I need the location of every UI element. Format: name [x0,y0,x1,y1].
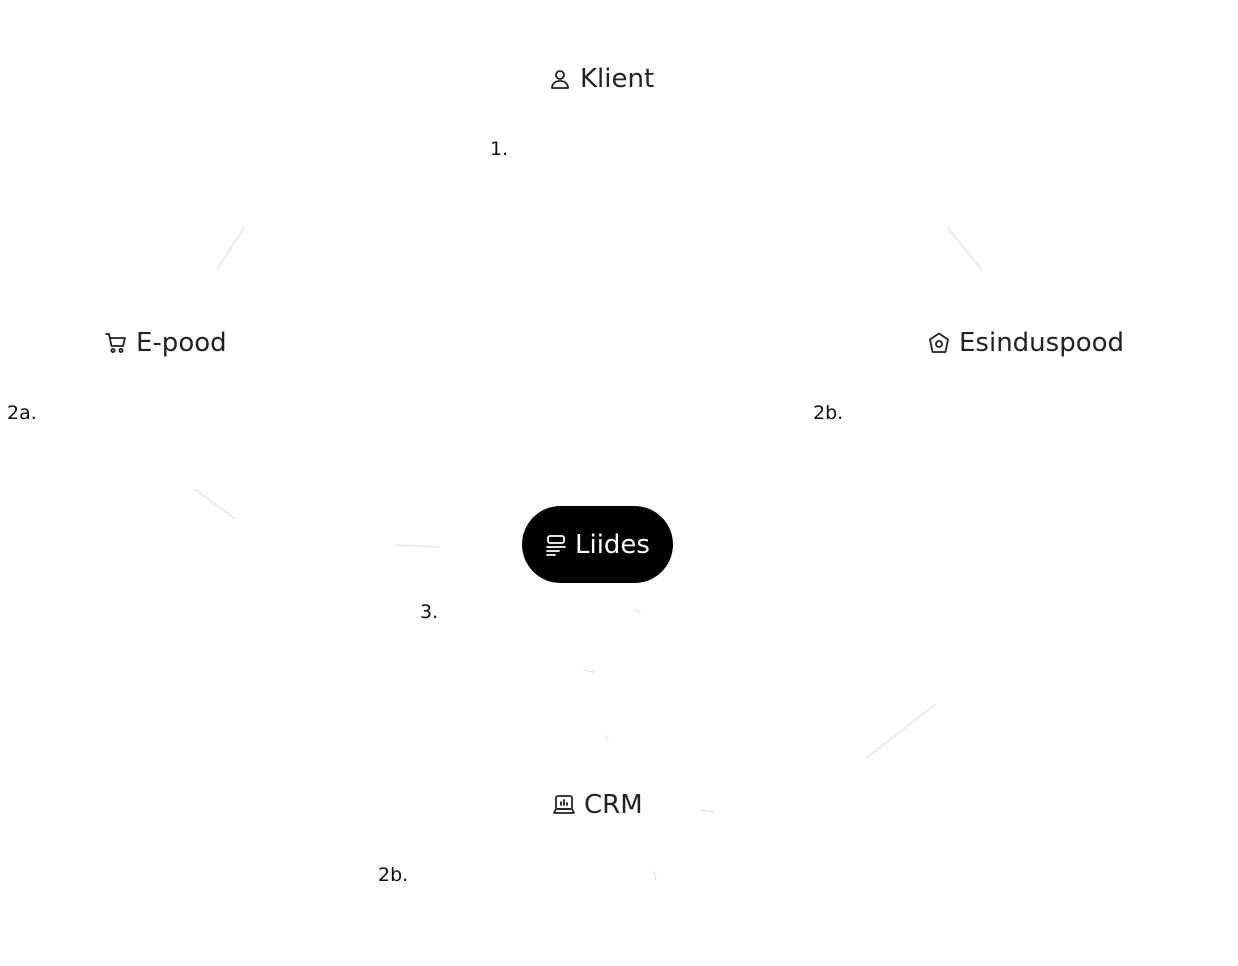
step-label-crm: 2b. [378,864,409,886]
hub-label: Liides [575,529,650,560]
user-icon [548,67,572,91]
step-label-client: 1. [490,138,509,160]
node-store-label: Esinduspood [959,328,1125,358]
node-client-label: Klient [580,64,655,94]
node-eshop-label: E-pood [136,328,227,358]
node-client: Klient [548,64,654,94]
step-label-store: 2b. [813,402,844,424]
hub-interface: Liides [522,506,673,583]
node-eshop: E-pood [104,328,227,358]
node-crm: CRM [552,790,643,820]
step-label-eshop: 2a. [7,402,37,424]
shopping-cart-icon [104,331,128,355]
node-store: Esinduspood [927,328,1124,358]
crm-computer-icon [552,793,576,817]
store-icon [927,331,951,355]
step-label-hub: 3. [420,601,439,623]
node-crm-label: CRM [584,790,643,820]
interface-icon [545,533,567,557]
